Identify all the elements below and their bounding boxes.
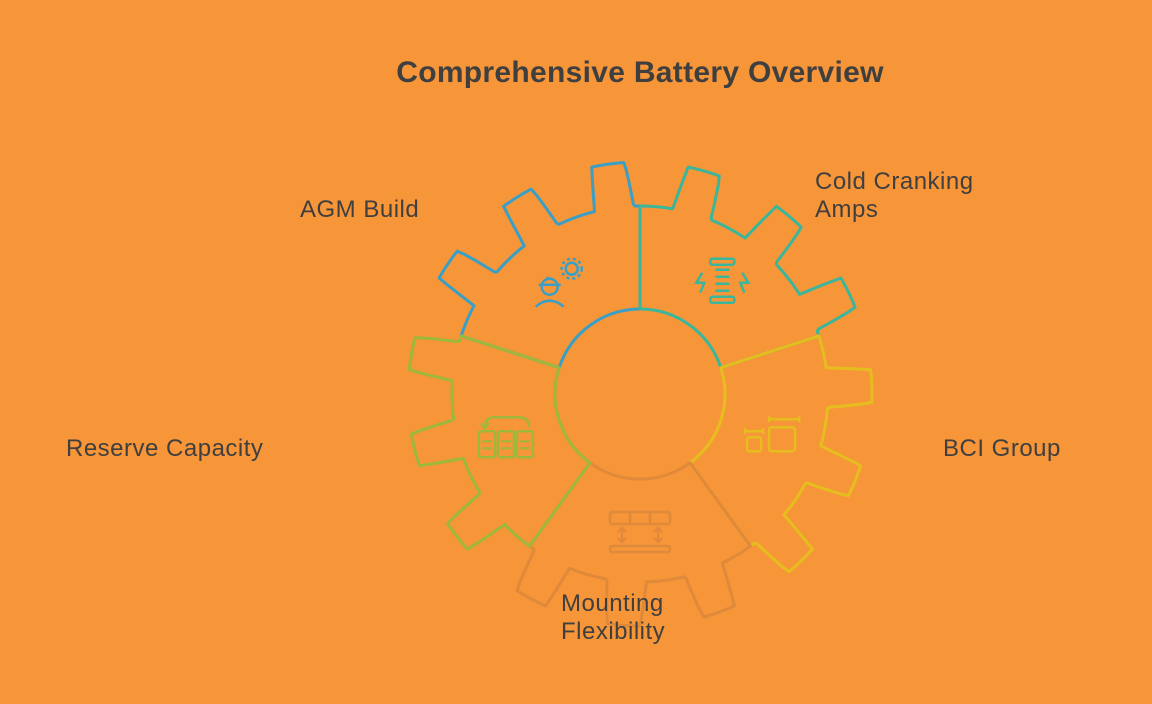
segment-reserve-capacity bbox=[407, 334, 592, 551]
segment-bci-group bbox=[688, 334, 874, 574]
diagram-title: Comprehensive Battery Overview bbox=[396, 56, 884, 89]
segment-mounting-flexibility bbox=[515, 461, 752, 628]
mounting-rack-icon bbox=[608, 510, 672, 554]
energy-coil-icon bbox=[694, 257, 751, 304]
label-mounting-flexibility: Mounting Flexibility bbox=[561, 590, 666, 645]
battery-cells-icon bbox=[477, 416, 535, 459]
technician-gear-icon bbox=[534, 257, 583, 308]
label-reserve-capacity: Reserve Capacity bbox=[66, 435, 264, 462]
label-agm-build: AGM Build bbox=[300, 196, 420, 223]
label-cold-cranking-amps: Cold Cranking Amps bbox=[815, 168, 974, 223]
segment-cold-cranking-amps bbox=[638, 165, 857, 370]
segment-agm-build bbox=[437, 161, 642, 370]
battery-sizes-icon bbox=[743, 416, 801, 453]
label-bci-group: BCI Group bbox=[943, 435, 1061, 462]
